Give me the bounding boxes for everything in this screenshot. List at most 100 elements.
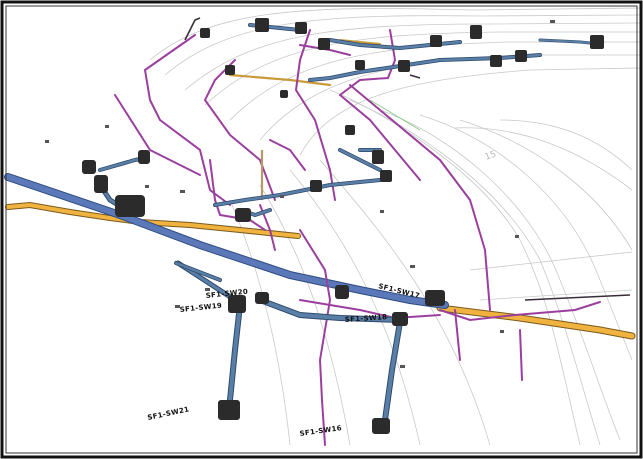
mark — [175, 305, 180, 308]
purple-line — [114, 94, 201, 176]
purple-line — [299, 44, 351, 56]
road-line — [259, 184, 351, 446]
mark — [515, 235, 519, 238]
structure-inlet — [335, 285, 349, 299]
structure-inlet — [255, 18, 269, 32]
road-line — [164, 14, 641, 76]
road-line — [229, 199, 291, 446]
label-sw21: SF1-SW21 — [147, 405, 190, 422]
structure-inlet — [430, 35, 442, 47]
mark — [105, 125, 109, 128]
structure-inlet — [470, 25, 482, 39]
purple-line — [339, 94, 421, 181]
structure-inlet — [225, 65, 235, 75]
road-line — [419, 114, 633, 361]
mark — [500, 330, 504, 333]
mark — [380, 210, 384, 213]
road-line — [499, 119, 633, 171]
structure-inlet — [392, 312, 408, 326]
mark — [45, 140, 49, 143]
connector — [524, 294, 631, 301]
road-line — [459, 119, 633, 251]
purple-line — [269, 139, 306, 171]
structure-inlet — [218, 400, 240, 420]
mark — [400, 365, 405, 368]
branch — [228, 303, 242, 402]
connector — [184, 17, 201, 41]
purple-line — [203, 59, 276, 201]
structure-inlet — [82, 160, 96, 174]
label-sw16: SF1-SW16 — [299, 424, 342, 438]
purple-line — [349, 84, 491, 311]
purple-line — [439, 301, 601, 322]
mark — [145, 185, 149, 188]
road-line — [184, 22, 641, 91]
mark — [180, 190, 185, 193]
structure-inlet — [398, 60, 410, 72]
purple-line — [209, 159, 266, 231]
road-marking: 15 — [484, 150, 498, 163]
structure-inlet — [490, 55, 502, 67]
structure-inlet — [345, 125, 355, 135]
structure-inlet — [200, 28, 210, 38]
structure-inlet — [255, 292, 269, 304]
road-line — [299, 67, 641, 156]
structure-inlet — [310, 180, 322, 192]
structure-inlet — [318, 38, 330, 50]
branch — [383, 320, 402, 422]
structure-inlet — [380, 170, 392, 182]
structure-inlet — [94, 175, 108, 193]
mark — [550, 20, 555, 23]
road-line — [454, 127, 633, 191]
purple-line — [454, 309, 461, 361]
road-line — [479, 289, 633, 301]
structure-inlet — [115, 195, 145, 217]
structure-inlet — [355, 60, 365, 70]
structure-inlet — [372, 150, 384, 164]
road-alignment-lines — [149, 7, 641, 446]
gas-upper — [228, 73, 332, 87]
road-line — [149, 7, 641, 61]
road-line — [329, 89, 581, 446]
purple-line — [143, 34, 231, 206]
purple-line — [299, 229, 332, 446]
purple-line — [299, 299, 441, 320]
structure-inlet — [235, 208, 251, 222]
branch — [338, 148, 382, 172]
label-sw18: SF1-SW18 — [345, 313, 388, 324]
structure-inlet — [295, 22, 307, 34]
road-line — [349, 99, 601, 446]
gas-main-right-fill — [437, 305, 635, 339]
branch — [174, 261, 222, 282]
branch — [258, 298, 402, 322]
road-line — [289, 169, 421, 446]
purple-line — [294, 29, 336, 201]
dark-connectors — [184, 17, 631, 301]
mark — [410, 265, 415, 268]
small-marks — [45, 20, 555, 368]
structure-inlet — [425, 290, 445, 306]
structure-inlet — [515, 50, 527, 62]
purple-line — [339, 29, 397, 96]
structure-inlet — [228, 295, 246, 313]
mark — [205, 288, 210, 291]
structure-inlet — [590, 35, 604, 49]
structure-inlet — [280, 90, 288, 98]
green-line — [369, 99, 421, 131]
frame-border-shadow — [5, 5, 638, 454]
gas-upper-2 — [339, 39, 381, 45]
road-line — [469, 251, 633, 271]
mark — [280, 195, 284, 198]
structure-inlet — [138, 150, 150, 164]
road-line — [229, 41, 640, 121]
structure-inlet — [372, 418, 390, 434]
road-line — [379, 109, 621, 441]
purple-line — [519, 329, 523, 381]
structures[interactable] — [82, 18, 604, 434]
label-sw19: SF1-SW19 — [179, 302, 222, 314]
structure-labels: SF1-SW21 SF1-SW16 SF1-SW18 SF1-SW19 SF1-… — [147, 282, 421, 438]
road-line — [319, 159, 491, 446]
